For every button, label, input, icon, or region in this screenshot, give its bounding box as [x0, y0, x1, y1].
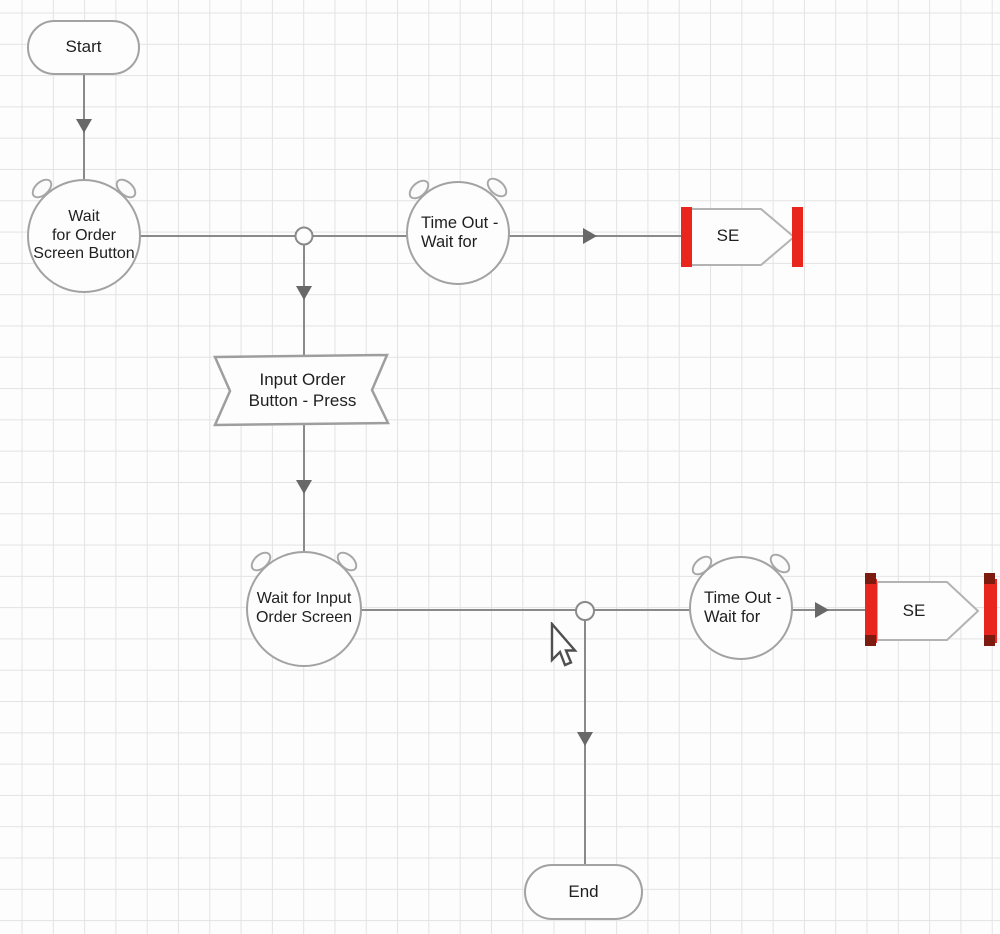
link-start-to-wait-order[interactable] — [76, 74, 92, 181]
link-input-order-to-wait-input[interactable] — [296, 424, 312, 553]
wait-input-order-screen-node[interactable]: Wait for Input Order Screen — [246, 551, 362, 667]
start-node[interactable]: Start — [27, 20, 140, 75]
link-timeout1-to-se1[interactable] — [509, 228, 682, 244]
wait-order-screen-button-node[interactable]: Wait for Order Screen Button — [27, 179, 141, 293]
input-order-button-press-label: Input Order Button - Press — [248, 369, 357, 410]
arrowhead-icon — [577, 732, 593, 746]
link-junction-2[interactable] — [575, 601, 595, 621]
end-node[interactable]: End — [524, 864, 643, 920]
link-junction1-to-input-order[interactable] — [296, 245, 312, 357]
selection-handle-icon[interactable] — [865, 635, 876, 646]
link-junction2-to-end[interactable] — [577, 620, 593, 865]
se-exception-label-2: SE — [902, 601, 926, 621]
selection-handle-icon[interactable] — [984, 573, 995, 584]
exception-bar-left-icon — [681, 207, 692, 267]
link-timeout2-to-se2[interactable] — [792, 602, 866, 618]
exception-bar-left-icon — [865, 579, 877, 643]
exception-bar-right-icon — [984, 579, 997, 643]
exception-reference-se2[interactable] — [865, 573, 997, 646]
se-exception-label-1: SE — [716, 226, 740, 246]
timeout-wait-node-2[interactable]: Time Out - Wait for — [689, 556, 793, 660]
mouse-cursor-icon — [550, 622, 578, 667]
exception-reference-se1[interactable] — [681, 207, 803, 267]
navigate-stage-shape[interactable] — [213, 353, 390, 427]
selection-handle-icon[interactable] — [865, 573, 876, 584]
arrowhead-icon — [815, 602, 829, 618]
selection-handle-icon[interactable] — [984, 635, 995, 646]
arrowhead-icon — [583, 228, 597, 244]
exception-bar-right-icon — [792, 207, 803, 267]
timeout-wait-node-1[interactable]: Time Out - Wait for — [406, 181, 510, 285]
link-junction-1[interactable] — [294, 226, 314, 246]
arrowhead-icon — [76, 119, 92, 133]
arrowhead-icon — [296, 286, 312, 300]
arrowhead-icon — [296, 480, 312, 494]
